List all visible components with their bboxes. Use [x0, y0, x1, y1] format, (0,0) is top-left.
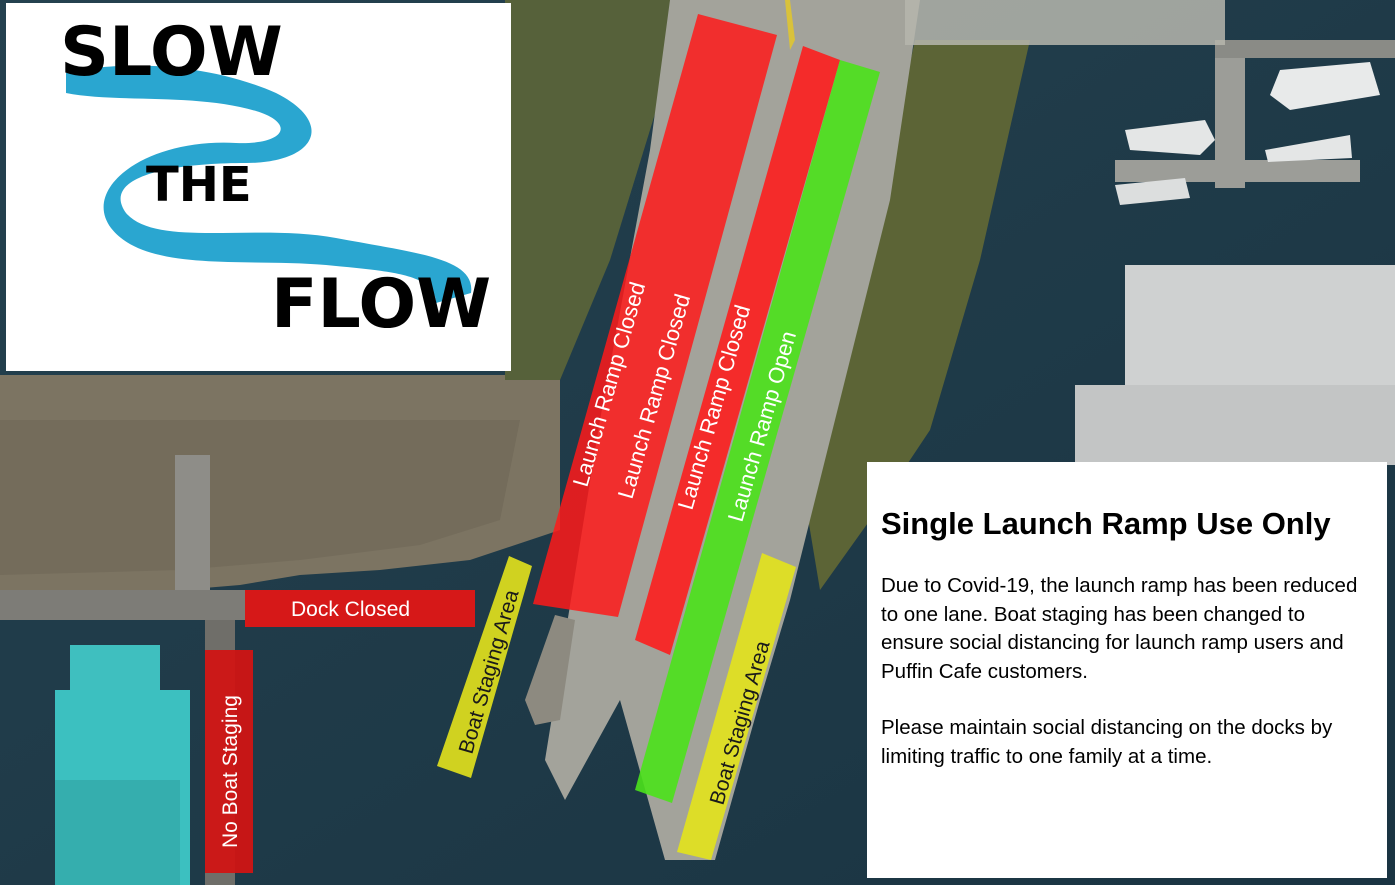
staged-boat	[525, 615, 575, 725]
ramp-lane-closed-1	[533, 14, 777, 617]
info-paragraph-distancing: Please maintain social distancing on the…	[881, 716, 1333, 768]
slow-the-flow-logo: SLOW THE FLOW	[6, 3, 511, 371]
left-pier	[175, 455, 210, 595]
teal-building-top	[70, 645, 160, 690]
ramp-overlays	[205, 14, 880, 873]
logo-word-the: THE	[146, 157, 252, 213]
staging-area-left-bar	[437, 556, 532, 778]
boat-1	[1270, 62, 1380, 110]
pier-walkway	[1215, 40, 1395, 58]
ramp-lane-open	[635, 60, 880, 803]
staging-area-right-bar	[677, 553, 796, 860]
boat-4	[1115, 178, 1190, 205]
info-paragraph-covid: Due to Covid-19, the launch ramp has bee…	[881, 574, 1358, 683]
dock-closed-label: Dock Closed	[291, 598, 410, 621]
info-panel: Single Launch Ramp Use Only Due to Covid…	[867, 462, 1387, 878]
boat-2	[1125, 120, 1215, 155]
no-boat-staging-bar	[205, 650, 253, 873]
vegetation-top	[505, 0, 690, 380]
left-dock	[0, 590, 245, 620]
ramp-lane-closed-2	[635, 46, 840, 655]
rocky-shore-texture	[0, 420, 520, 575]
teal-building-shade	[55, 780, 180, 885]
vegetation-right	[800, 40, 1030, 590]
boathouse-roof-lower	[1075, 385, 1395, 465]
logo-word-flow: FLOW	[271, 265, 492, 344]
dock-closed-bar	[245, 590, 475, 627]
river-swoosh-icon	[66, 65, 472, 303]
dock-finger-horizontal	[1115, 160, 1360, 182]
boat-3	[1265, 135, 1352, 162]
road-lane-line	[785, 0, 795, 50]
info-title: Single Launch Ramp Use Only	[881, 506, 1331, 541]
top-bridge	[905, 0, 1225, 45]
no-boat-staging-label: No Boat Staging	[219, 695, 242, 848]
logo-word-slow: SLOW	[60, 13, 283, 92]
